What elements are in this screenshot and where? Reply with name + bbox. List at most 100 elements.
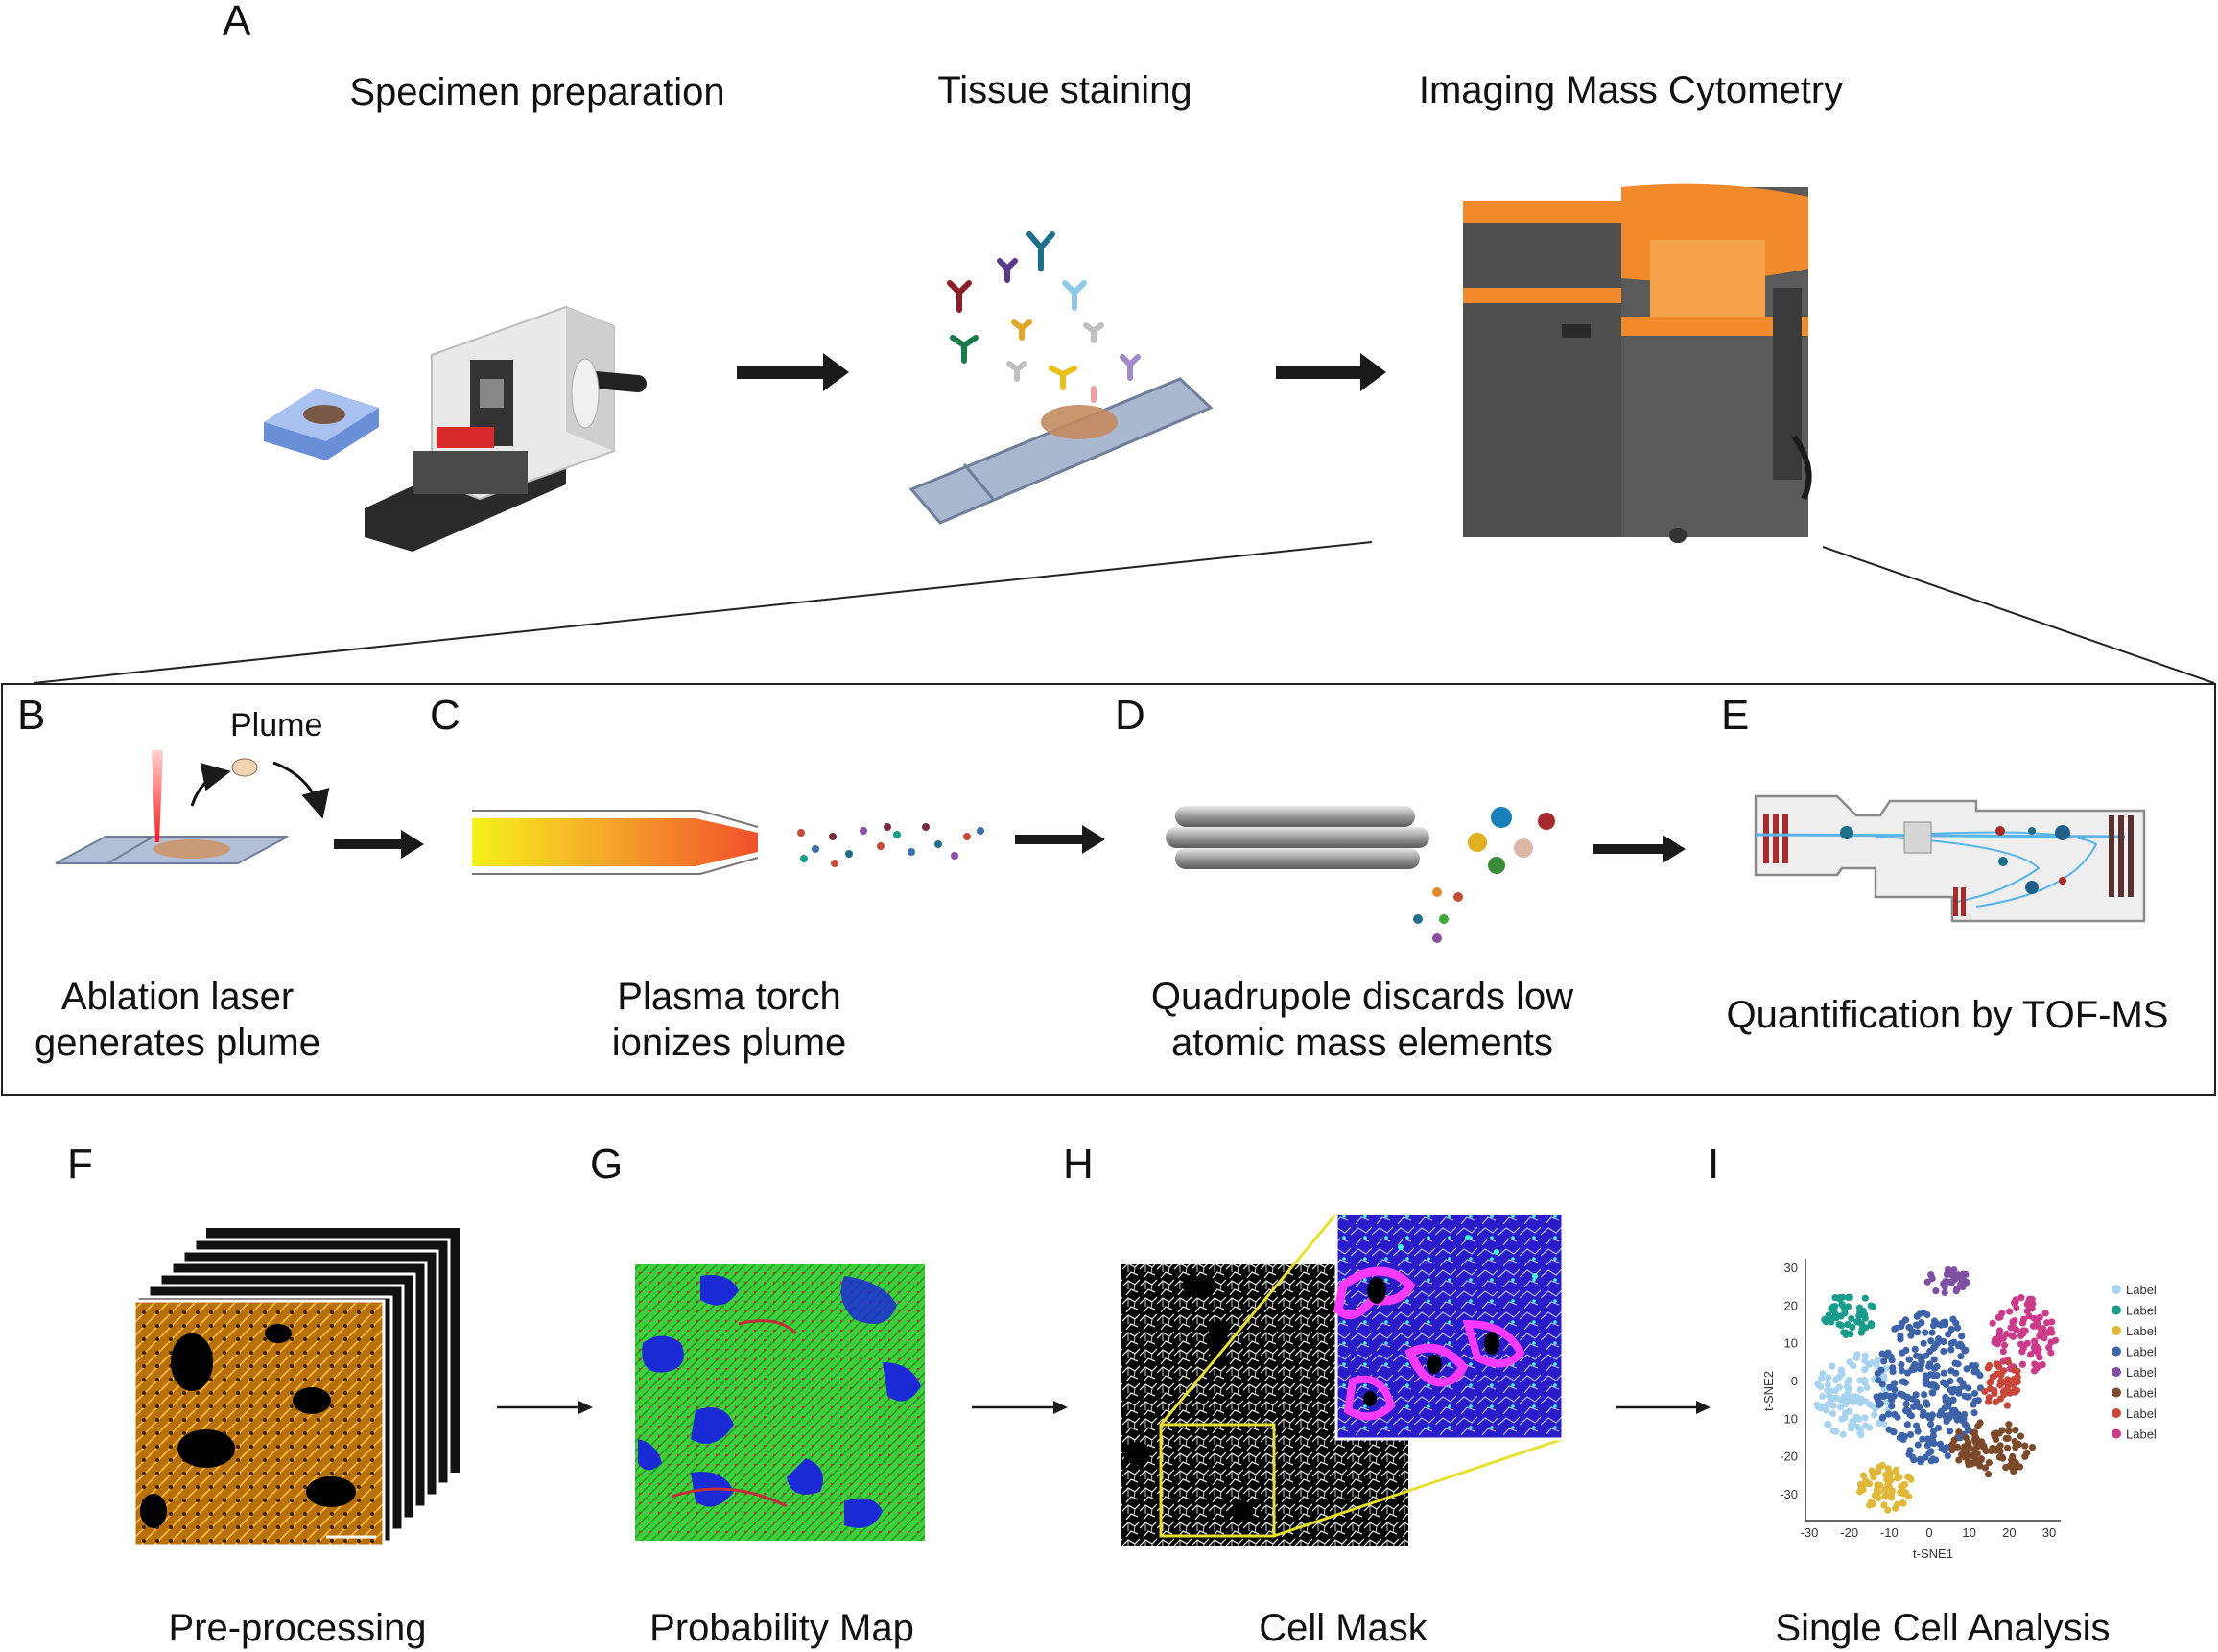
tsne-point <box>1899 1431 1906 1439</box>
tsne-point <box>1918 1357 1925 1366</box>
tsne-point <box>1994 1340 2001 1348</box>
tsne-point <box>1936 1440 1945 1448</box>
tsne-point <box>2006 1389 2014 1397</box>
step-title-tissue-staining: Tissue staining <box>937 69 1192 111</box>
plasma-torch-illustration <box>472 810 759 875</box>
tsne-xtick-label: 30 <box>2042 1525 2056 1540</box>
tsne-point <box>1845 1293 1852 1301</box>
tsne-point <box>1853 1394 1861 1402</box>
tsne-point <box>1930 1356 1938 1363</box>
tsne-legend-swatch <box>2112 1326 2121 1335</box>
tsne-point <box>1940 1337 1947 1346</box>
tsne-point <box>2028 1444 2037 1451</box>
tsne-point <box>1841 1310 1849 1317</box>
tsne-point <box>1953 1443 1962 1451</box>
tsne-point <box>1976 1372 1984 1380</box>
tsne-point <box>1947 1339 1955 1348</box>
tsne-point <box>1848 1314 1855 1323</box>
tsne-point <box>1861 1352 1869 1359</box>
ablation-illustration <box>55 750 330 864</box>
antibody-slide-illustration <box>908 231 1214 525</box>
tsne-point <box>1952 1286 1961 1293</box>
tsne-point <box>1849 1323 1856 1332</box>
tsne-legend-label: Label <box>2126 1428 2157 1442</box>
imc-instrument-illustration <box>1463 183 1812 543</box>
tsne-point <box>1998 1310 2006 1317</box>
tsne-point <box>1837 1322 1846 1330</box>
tsne-point <box>1954 1341 1963 1350</box>
tsne-point <box>1941 1319 1948 1327</box>
tsne-point <box>1874 1481 1881 1489</box>
tsne-point <box>1984 1471 1993 1478</box>
tsne-point <box>1948 1388 1956 1396</box>
tsne-point <box>1829 1409 1837 1418</box>
tsne-point <box>1875 1356 1882 1363</box>
panel-letter-e: E <box>1721 692 1750 739</box>
caption-g: Probability Map <box>649 1607 914 1649</box>
tsne-legend-label: Label <box>2126 1406 2157 1421</box>
tsne-point <box>1884 1410 1893 1418</box>
tsne-point <box>1886 1469 1894 1476</box>
caption-c-line2: ionizes plume <box>611 1022 847 1064</box>
tsne-point <box>2005 1421 2013 1428</box>
tsne-point <box>1887 1353 1895 1361</box>
tsne-point <box>1929 1389 1937 1397</box>
tsne-point <box>1877 1366 1885 1374</box>
tsne-point <box>1978 1438 1986 1446</box>
tsne-point <box>1875 1494 1882 1502</box>
tsne-point <box>1898 1367 1905 1375</box>
tsne-point <box>2021 1442 2029 1450</box>
tsne-legend-swatch <box>2112 1346 2121 1357</box>
tsne-point <box>1924 1412 1932 1420</box>
tsne-point <box>2011 1461 2019 1469</box>
tsne-point <box>1997 1371 2005 1379</box>
tsne-xtick-label: 20 <box>2002 1525 2016 1540</box>
tsne-legend-swatch <box>2112 1408 2121 1418</box>
tsne-point <box>1907 1332 1915 1339</box>
caption-b: Ablation laser generates plume <box>10 974 345 1066</box>
arrow-c-d <box>1015 825 1105 854</box>
tsne-point <box>1942 1412 1949 1420</box>
tsne-point <box>2026 1351 2035 1358</box>
tsne-point <box>1838 1301 1846 1309</box>
tsne-point <box>1941 1404 1948 1412</box>
tsne-point <box>1861 1414 1869 1422</box>
tsne-point <box>2017 1432 2025 1440</box>
tsne-point <box>1962 1433 1970 1442</box>
tsne-ytick-label: 10 <box>1784 1336 1798 1351</box>
tsne-point <box>1905 1473 1913 1480</box>
tsne-point <box>1965 1393 1972 1401</box>
tsne-point <box>2009 1333 2017 1340</box>
tsne-point <box>1840 1393 1848 1401</box>
tsne-point <box>2018 1360 2026 1368</box>
quadrupole-illustration <box>1166 806 1555 943</box>
tsne-point <box>1899 1487 1907 1495</box>
tsne-point <box>2003 1402 2011 1409</box>
tsne-point <box>1865 1401 1874 1408</box>
tsne-point <box>1996 1442 2004 1450</box>
tsne-point <box>1912 1391 1920 1399</box>
tsne-point <box>1842 1331 1850 1338</box>
probability-map-image <box>635 1264 925 1541</box>
tsne-point <box>1943 1270 1951 1279</box>
tsne-point <box>2004 1358 2013 1366</box>
tsne-point <box>1914 1329 1922 1336</box>
panel-letter-a: A <box>223 0 251 44</box>
tsne-point <box>2012 1426 2019 1434</box>
tsne-point <box>1923 1352 1930 1359</box>
tsne-point <box>1992 1398 1999 1406</box>
tsne-point <box>1986 1379 1994 1386</box>
plume-label: Plume <box>230 707 323 743</box>
caption-d: Quadrupole discards low atomic mass elem… <box>1103 974 1621 1066</box>
tsne-point <box>1986 1361 1994 1369</box>
tsne-point <box>1899 1499 1907 1507</box>
tsne-point <box>1948 1441 1956 1449</box>
tsne-point <box>1814 1380 1822 1388</box>
tsne-point <box>1914 1428 1922 1435</box>
tsne-point <box>2043 1319 2051 1327</box>
caption-f: Pre-processing <box>168 1607 427 1649</box>
tsne-point <box>1976 1419 1984 1427</box>
tsne-ytick-label: -20 <box>1780 1450 1798 1464</box>
tsne-point <box>1999 1334 2007 1342</box>
